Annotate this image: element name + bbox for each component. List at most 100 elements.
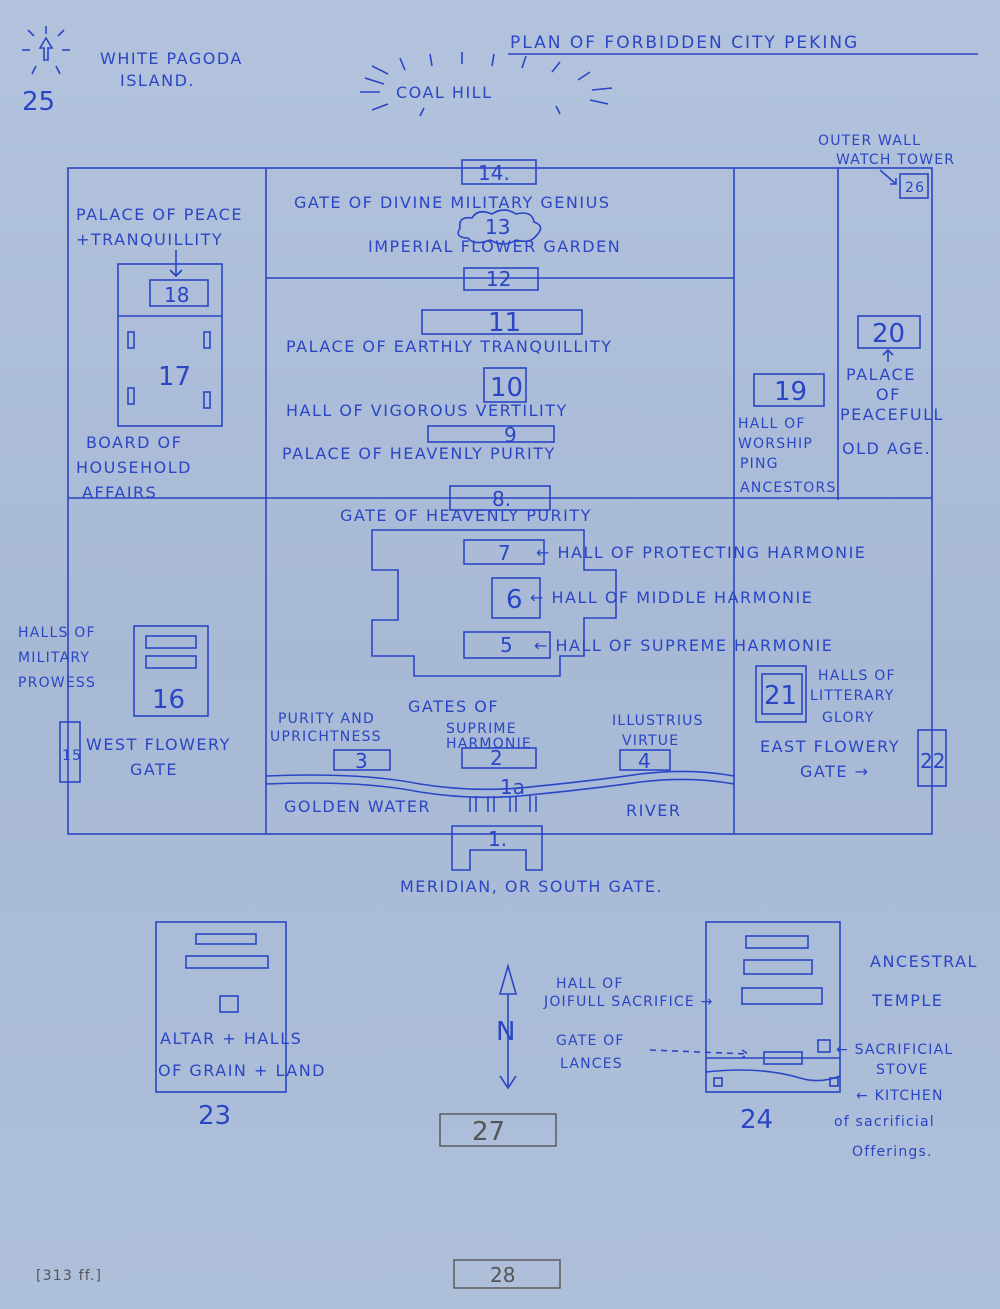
box-11: [421, 309, 583, 335]
altar-label-2: OF GRAIN + LAND: [158, 1061, 326, 1080]
peace-tranq-label-2: +TRANQUILLITY: [76, 230, 223, 249]
illustrius-label-1: ILLUSTRIUS: [612, 713, 704, 729]
box-6: [491, 577, 541, 619]
box-5: [463, 631, 551, 659]
peaceful-label-4: OLD AGE.: [842, 439, 931, 458]
num-12: 12: [486, 267, 511, 291]
num-22: 22: [920, 749, 945, 773]
military-block: [133, 625, 209, 717]
ancestral-label-1: ANCESTRAL: [870, 952, 978, 971]
worship-label-4: ANCESTORS: [740, 480, 837, 496]
num-17: 17: [158, 362, 191, 392]
box-9: [427, 425, 555, 443]
board-label-1: BOARD OF: [86, 433, 182, 452]
box-8: [449, 485, 551, 511]
purity-label-1: PURITY AND: [278, 711, 375, 727]
compass-letter: N: [496, 1017, 515, 1047]
num-13: 13: [485, 215, 510, 239]
outer-wall-label-1: OUTER WALL: [818, 133, 921, 149]
board-label-3: AFFAIRS: [82, 483, 157, 502]
stove-square: [817, 1039, 831, 1053]
board-label-2: HOUSEHOLD: [76, 458, 192, 477]
flower-garden-cloud: [457, 209, 542, 245]
altar-square: [219, 995, 239, 1013]
military-label-2: MILITARY: [18, 650, 90, 666]
num-8: 8.: [492, 487, 511, 511]
literary-label-3: GLORY: [822, 710, 875, 726]
num-6: 6: [506, 585, 523, 615]
peaceful-label-2: OF: [876, 385, 901, 404]
peaceful-label-1: PALACE: [846, 365, 916, 384]
literary-label-2: LITTERARY: [810, 688, 895, 704]
golden-water-label: GOLDEN WATER: [284, 797, 431, 816]
watch-tower-arrow: [879, 169, 897, 185]
earthly-label: PALACE OF EARTHLY TRANQUILLITY: [286, 337, 613, 356]
num-1: 1.: [488, 827, 507, 851]
num-4: 4: [638, 749, 651, 773]
archive-ref: [313 ff.]: [36, 1268, 102, 1284]
pavilion-mark: [203, 391, 211, 409]
kitchen-label-3: Offerings.: [852, 1144, 933, 1160]
peace-tranq-label-1: PALACE OF PEACE: [76, 205, 243, 224]
kitchen-square: [829, 1077, 839, 1087]
box-4: [619, 749, 671, 771]
meridian-label: MERIDIAN, OR SOUTH GATE.: [400, 877, 663, 896]
box-2: [461, 747, 537, 769]
purity-label-2: UPRICHTNESS: [270, 729, 382, 745]
bridges: [469, 796, 537, 812]
outer-wall: [67, 167, 933, 835]
gates-of-label: GATES OF: [408, 697, 499, 716]
altar-label-1: ALTAR + HALLS: [160, 1029, 302, 1048]
num-2: 2: [490, 746, 503, 770]
palace-20-arrow: [882, 348, 894, 362]
box-26: [899, 173, 929, 199]
coal-hill-label: COAL HILL: [396, 83, 493, 102]
sacrificial-label-2: STOVE: [876, 1062, 929, 1078]
heavenly-label: PALACE OF HEAVENLY PURITY: [282, 444, 556, 463]
num-5: 5: [500, 633, 513, 657]
num-1a: 1a: [500, 775, 525, 799]
vigorous-label: HALL OF VIGOROUS VERTILITY: [286, 401, 568, 420]
west-gate-label-1: WEST FLOWERY: [86, 735, 231, 754]
outer-wall-label-2: WATCH TOWER: [836, 152, 955, 168]
gate-lances-arrow: [649, 1049, 750, 1059]
flower-garden-label: IMPERIAL FLOWER GARDEN: [368, 237, 621, 256]
box-18: [149, 279, 209, 307]
terrace-outline: [371, 529, 617, 677]
num-24: 24: [740, 1105, 773, 1135]
box-10: [483, 367, 527, 403]
heavenly-gate-label: GATE OF HEAVENLY PURITY: [340, 506, 592, 525]
map-title: PLAN OF FORBIDDEN CITY PEKING: [510, 33, 859, 53]
altar-block: [155, 921, 287, 1093]
north-arrow-icon: [498, 963, 518, 1090]
hall-bar: [741, 987, 823, 1005]
hall-bar: [145, 635, 197, 649]
num-27: 27: [472, 1117, 505, 1147]
pavilion-mark: [127, 387, 135, 405]
ancestral-label-2: TEMPLE: [871, 991, 943, 1010]
num-11: 11: [488, 308, 521, 338]
palace-17-block: [117, 263, 223, 427]
box-3: [333, 749, 391, 771]
white-pagoda-label-1: WHITE PAGODA: [100, 49, 243, 68]
num-9: 9: [504, 423, 517, 447]
hall-bar: [195, 933, 257, 945]
num-23: 23: [198, 1101, 231, 1131]
literary-label-1: HALLS OF: [818, 668, 896, 684]
num-21: 21: [764, 681, 797, 711]
divine-gate-label: GATE OF DIVINE MILITARY GENIUS: [294, 193, 610, 212]
kitchen-label-1: ← KITCHEN: [856, 1088, 944, 1104]
military-label-1: HALLS OF: [18, 625, 96, 641]
gate-lances-label-1: GATE OF: [556, 1033, 625, 1049]
hall-joyful-label-2: JOIFULL SACRIFICE →: [543, 994, 714, 1010]
num-25: 25: [22, 87, 55, 117]
box-20: [857, 315, 921, 349]
military-label-3: PROWESS: [18, 675, 96, 691]
num-3: 3: [355, 749, 368, 773]
box-21: [761, 673, 803, 715]
west-gate-label-2: GATE: [130, 760, 178, 779]
pavilion-mark: [203, 331, 211, 349]
pavilion-mark: [127, 331, 135, 349]
